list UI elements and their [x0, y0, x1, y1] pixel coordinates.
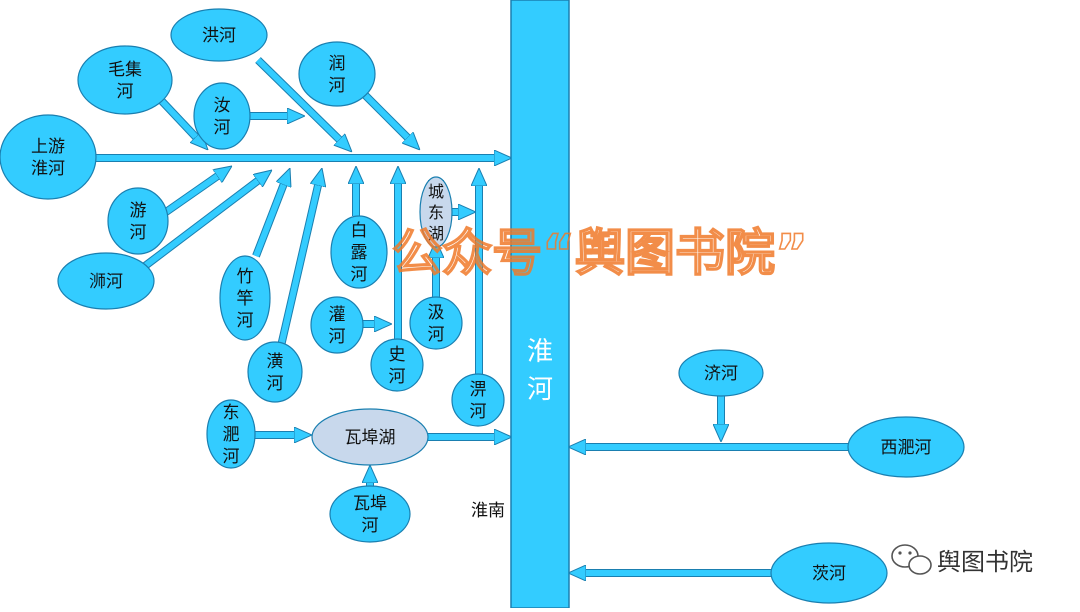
- labels: 洪河毛集河汝河润河上游淮河游河浉河竹竿河潢河白露河灌河史河城东湖汲河淠河东淝河瓦…: [31, 26, 1033, 584]
- node-pi-shape: [451, 373, 505, 427]
- node-zhugan-label: 竹竿河: [237, 267, 254, 331]
- wechat-icon: [891, 544, 932, 575]
- node-zhugan-shape: [219, 255, 271, 341]
- node-hong-shape: [170, 8, 268, 62]
- node-huang-label: 潢河: [267, 352, 284, 394]
- node-maoji-shape: [77, 45, 173, 115]
- node-xifei-label: 西淝河: [881, 438, 932, 458]
- node-you-label: 游河: [130, 201, 147, 243]
- node-run-label: 润河: [329, 54, 346, 96]
- arrow-maoji: [155, 94, 197, 138]
- node-ci-shape: [770, 542, 888, 604]
- node-wabu-river-shape: [329, 485, 411, 543]
- logo: 舆图书院: [891, 544, 1033, 576]
- place-label-huainan: 淮南: [471, 501, 505, 521]
- node-wabu-river-label: 瓦埠河: [353, 494, 387, 536]
- node-dongfei-shape: [206, 399, 256, 469]
- node-ji-lake-shape: [409, 296, 463, 350]
- arrow-hong: [255, 57, 341, 141]
- node-shi-lion-shape: [57, 252, 155, 310]
- node-guan-label: 灌河: [329, 305, 346, 347]
- node-upstream-label: 上游淮河: [31, 137, 65, 179]
- node-upstream-shape: [0, 114, 97, 200]
- node-shi-lion-label: 浉河: [89, 272, 123, 292]
- arrow-run: [359, 89, 409, 139]
- node-run-shape: [298, 41, 376, 107]
- node-bailu-shape: [330, 215, 388, 289]
- arrow-huang: [278, 184, 318, 347]
- node-xifei-shape: [847, 416, 965, 478]
- node-wabu-lake-shape: [311, 408, 429, 466]
- node-wabu-lake-label: 瓦埠湖: [345, 428, 396, 448]
- node-hong-label: 洪河: [202, 26, 236, 46]
- node-ji-label: 济河: [704, 364, 738, 384]
- node-maoji-label: 毛集河: [108, 60, 142, 102]
- node-ji-shape: [678, 349, 764, 397]
- node-ji-lake-label: 汲河: [428, 303, 445, 345]
- arrow-you: [164, 175, 219, 215]
- node-ru-shape: [193, 82, 251, 150]
- node-dongfei-label: 东淝河: [223, 403, 240, 467]
- node-ru-label: 汝河: [214, 96, 231, 138]
- arrow-shi-lion: [143, 180, 259, 269]
- river-nodes: [0, 0, 965, 609]
- node-ci-label: 茨河: [812, 564, 846, 584]
- node-chengdong-label: 城东湖: [428, 182, 444, 243]
- node-you-shape: [107, 187, 169, 255]
- main-river-huaihe: [510, 0, 570, 609]
- node-chengdong-shape: [419, 176, 453, 248]
- logo-text: 舆图书院: [937, 548, 1033, 576]
- node-pi-label: 淠河: [470, 380, 487, 422]
- node-shi-shape: [370, 338, 424, 392]
- node-bailu-label: 白露河: [351, 221, 368, 285]
- arrow-zhugan: [253, 183, 284, 258]
- node-shi-label: 史河: [389, 345, 406, 387]
- node-guan-shape: [310, 296, 364, 354]
- node-huang-shape: [247, 341, 303, 403]
- main-river-label: 淮河: [527, 337, 553, 405]
- watermark-text: 公众号“舆图书院”: [392, 224, 808, 282]
